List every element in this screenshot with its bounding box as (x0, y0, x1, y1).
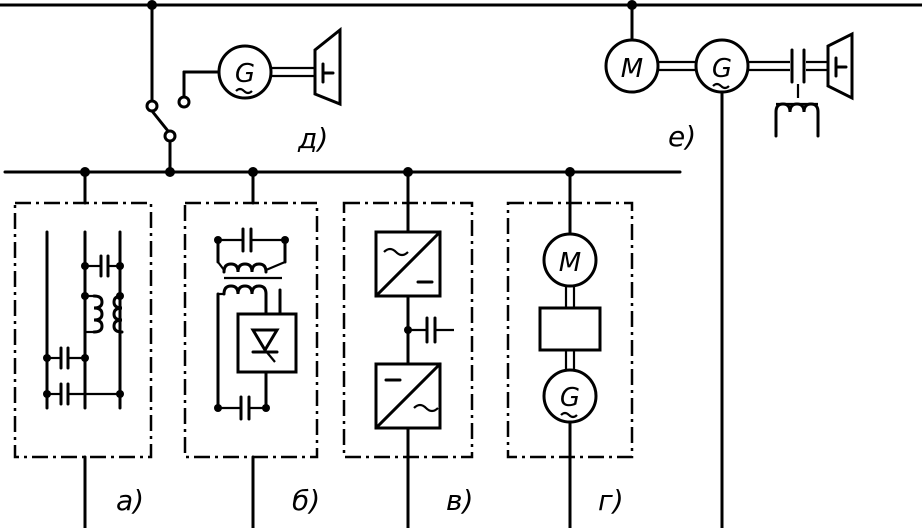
generator-letter: G (712, 54, 732, 84)
generator-d: G д) (217, 26, 342, 155)
label-v: в) (446, 484, 473, 517)
label-g: г) (598, 484, 624, 517)
generator-letter: G (235, 59, 255, 89)
motor-letter: M (559, 248, 581, 278)
capacitor-symbol (241, 227, 253, 253)
capacitor-symbol (59, 382, 70, 406)
turbine-symbol (313, 26, 342, 107)
label-d: д) (297, 122, 328, 155)
inductor-symbol (92, 294, 104, 334)
thyristor-symbol (236, 312, 298, 374)
switch-symbol (145, 70, 222, 174)
capacitor-symbol (99, 254, 110, 278)
label-e: е) (668, 120, 696, 153)
turbine-symbol (826, 31, 854, 101)
capacitor-symbol (425, 316, 437, 344)
panel-b: б) (183, 170, 320, 528)
capacitor-symbol (239, 395, 251, 421)
converter-symbol (374, 230, 442, 298)
inductor-symbol (222, 262, 268, 274)
converter-symbol (374, 362, 442, 430)
motor-symbol: M (542, 232, 598, 288)
label-b: б) (292, 484, 320, 517)
capacitor-symbol (59, 346, 70, 370)
generator-symbol: G (542, 368, 598, 424)
panel-v: в) (342, 170, 473, 528)
panel-g: M G г) (506, 170, 634, 528)
label-a: а) (116, 484, 144, 517)
main-bus (0, 0, 922, 177)
panel-a: а) (13, 170, 153, 528)
generator-letter: G (560, 383, 580, 413)
motor-generator-e: M G е) (604, 3, 854, 528)
motor-letter: M (621, 54, 643, 84)
inductor-symbol (774, 102, 820, 138)
